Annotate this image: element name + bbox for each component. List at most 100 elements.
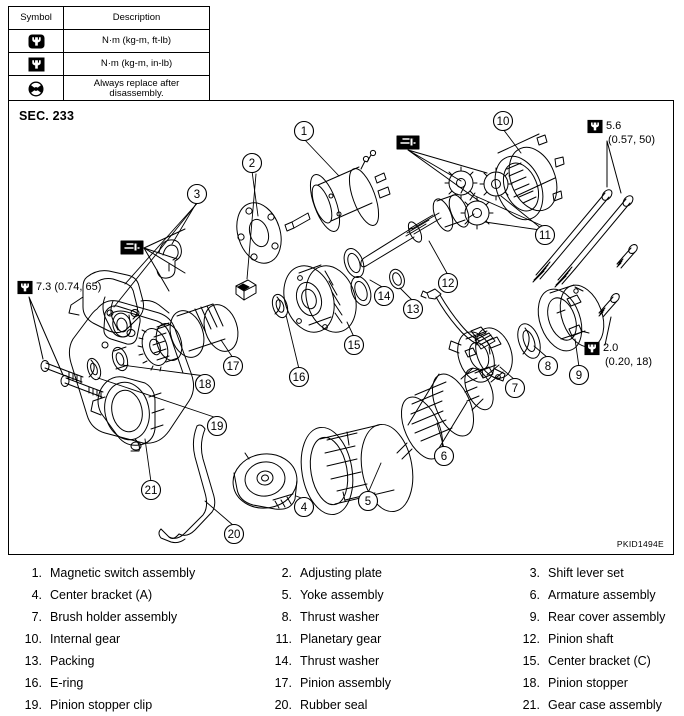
parts-list-item: 18.Pinion stopper [514,672,684,694]
part-name: Adjusting plate [300,566,383,580]
figure-id-label: PKID1494E [616,539,664,549]
section-title: SEC. 233 [19,109,75,123]
parts-list-item: 8.Thrust washer [266,606,514,628]
part-armature-assembly [396,364,504,460]
parts-list-item: 11.Planetary gear [266,628,514,650]
callout-balloon-19: 19 [206,415,228,437]
parts-list-item: 20.Rubber seal [266,694,514,716]
legend-symbol-cell [7,75,65,104]
part-name: Gear case assembly [548,698,662,712]
part-number: 13. [24,654,42,668]
callout-balloon-11: 11 [534,224,556,246]
grease-mark-right [396,135,488,202]
callout-balloon-3: 3 [186,183,208,205]
parts-list-item: 13.Packing [16,650,266,672]
part-number: 19. [24,698,42,712]
parts-list: 1. Magnetic switch assembly 4.Center brack… [0,562,684,714]
parts-list-item: 4.Center bracket (A) [16,584,266,606]
callout-balloon-4: 4 [293,496,315,518]
part-name: Pinion shaft [548,632,614,646]
torque-callout-through-bolt: 5.6 (0.57, 50) [587,119,655,147]
callout-number: 14 [378,291,391,303]
part-name: Pinion stopper [548,676,628,690]
part-lead-wire [420,288,496,350]
callout-balloon-15: 15 [343,334,365,356]
callout-balloon-21: 21 [140,479,162,501]
part-name: Shift lever set [548,566,624,580]
callout-number: 12 [442,278,455,290]
wrench-rounded-icon [28,34,45,49]
part-number: 9. [529,610,540,624]
part-number: 12. [522,632,540,646]
torque-value-alt: (0.20, 18) [605,356,653,368]
callout-number: 4 [301,502,308,514]
part-name: Magnetic switch assembly [50,566,196,580]
callout-number: 18 [199,379,212,391]
torque-value: 5.6 [606,120,622,132]
wrench-square-icon [17,280,33,295]
wrench-square-icon [584,341,600,356]
part-number: 1. [31,566,42,580]
part-number: 2. [281,566,292,580]
callout-number: 5 [365,496,371,508]
legend-header-row: Symbol Description [7,6,210,30]
part-gear-case-assembly [68,300,195,452]
callout-number: 2 [249,158,255,170]
parts-list-item: 17. Pinion assembly [266,672,514,694]
torque-leader-a [28,296,64,376]
callout-number: 13 [407,304,420,316]
parts-list-item: 12. Pinion shaft [514,628,684,650]
part-number: 5. [281,588,292,602]
balloon-leader-lines [97,128,580,527]
part-name: Planetary gear [300,632,382,646]
part-number: 15. [522,654,540,668]
part-adjusting-shim [235,279,257,301]
wrench-square-icon [28,57,45,72]
part-thrust-washer-14b [343,248,365,278]
callout-number: 9 [576,370,582,382]
torque-leader-c [604,316,612,346]
part-through-bolt-2 [554,195,634,288]
part-pinion-stopper [111,346,129,372]
torque-callout-rear-cover: 2.0 (0.20, 18) [584,341,652,369]
legend-description-ftlb: N·m (kg-m, ft-lb) [63,29,210,53]
part-number: 17. [274,676,292,690]
parts-list-item: 15. Center bracket (C) [514,650,684,672]
part-name: Thrust washer [300,610,380,624]
part-thrust-washer-8 [517,323,541,359]
part-gear-case-bolt-2 [60,375,104,399]
callout-balloon-13: 13 [402,298,424,320]
grease-mark-left [120,228,186,292]
part-name: Center bracket (C) [548,654,651,668]
parts-list-item: 5.Yoke assembly [266,584,514,606]
part-center-bracket-c [283,264,357,333]
torque-value: 7.3 (0.74, 65) [36,281,102,293]
callout-balloon-20: 20 [223,523,245,545]
parts-list-item: 10.Internal gear [16,628,266,650]
parts-list-item: 14.Thrust washer [266,650,514,672]
part-packing [389,268,405,290]
callout-balloon-14: 14 [373,285,395,307]
callout-number: 3 [194,189,200,201]
parts-list-item: 21.Gear case assembly [514,694,684,716]
part-number: 7. [31,610,42,624]
part-name: Thrust washer [300,654,380,668]
callout-balloon-7: 7 [504,377,526,399]
part-rear-cover-screw-2 [616,244,638,269]
legend-header-symbol: Symbol [7,6,65,30]
part-thrust-washer-14a [350,276,372,306]
callout-number: 19 [211,421,224,433]
legend-symbol-cell [7,29,65,53]
part-number: 6. [529,588,540,602]
part-rubber-seal [158,424,216,544]
part-name: Rear cover assembly [548,610,666,624]
part-name: Pinion assembly [300,676,392,690]
part-name: Center bracket (A) [50,588,153,602]
callout-balloon-10: 10 [492,110,514,132]
callout-number: 16 [293,372,306,384]
part-name: Pinion stopper clip [50,698,153,712]
part-planetary-gear-3 [460,196,494,230]
part-through-bolt-1 [532,189,613,283]
